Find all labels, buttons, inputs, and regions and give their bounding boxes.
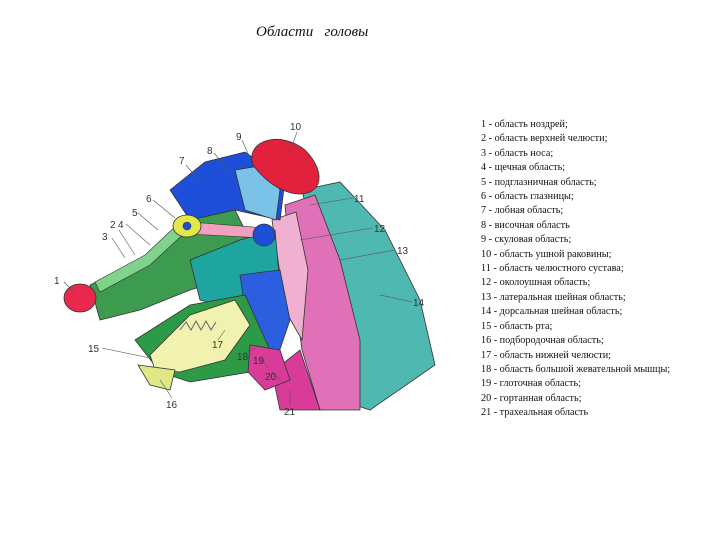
legend-item: 8 - височная область — [481, 219, 570, 231]
label-7: 7 — [179, 156, 185, 167]
legend-item: 2 - область верхней челюсти; — [481, 133, 608, 145]
label-11: 11 — [354, 194, 365, 205]
label-4: 4 — [118, 220, 124, 231]
legend-item: 14 - дорсальная шейная область; — [481, 306, 623, 318]
legend-item: 4 - щечная область; — [481, 162, 566, 174]
label-13: 13 — [397, 246, 409, 257]
legend-item: 9 - скуловая область; — [481, 234, 572, 246]
legend-item: 19 - глоточная область; — [481, 378, 581, 390]
legend-item: 10 - область ушной раковины; — [481, 248, 612, 260]
label-18: 18 — [237, 352, 249, 363]
chin-region — [137, 364, 176, 391]
label-10: 10 — [290, 122, 302, 133]
label-9: 9 — [236, 132, 242, 143]
dog-head-regions-diagram: 1 2 3 4 5 6 7 8 9 10 11 12 13 14 15 16 1… — [54, 122, 436, 418]
ear-region — [251, 139, 320, 195]
legend-item: 12 - околоушная область; — [481, 277, 591, 289]
legend-item: 3 - область носа; — [481, 147, 554, 159]
eye — [182, 221, 192, 231]
legend-item: 16 - подбородочная область; — [481, 335, 604, 347]
legend-item: 13 - латеральная шейная область; — [481, 291, 626, 303]
label-19: 19 — [253, 356, 265, 367]
legend-item: 7 - лобная область; — [481, 205, 564, 217]
region-legend: 1 - область ноздрей; 2 - область верхней… — [481, 118, 671, 421]
pharynx-region — [247, 344, 291, 391]
legend-item: 21 - трахеальная область — [481, 407, 589, 419]
label-8: 8 — [207, 146, 213, 157]
label-12: 12 — [374, 224, 386, 235]
legend-item: 6 - область глазницы; — [481, 191, 574, 203]
jaw-joint-region — [252, 223, 276, 247]
label-20: 20 — [265, 372, 277, 383]
legend-item: 18 - область большой жевательной мышцы; — [481, 363, 671, 375]
label-14: 14 — [413, 298, 425, 309]
legend-item: 15 - область рта; — [481, 320, 553, 332]
label-16: 16 — [166, 400, 178, 411]
nostril-region — [63, 283, 97, 313]
legend-item: 1 - область ноздрей; — [481, 119, 568, 130]
legend-item: 5 - подглазничная область; — [481, 176, 597, 188]
label-5: 5 — [132, 208, 138, 219]
label-1: 1 — [54, 276, 60, 287]
label-2: 2 — [110, 220, 116, 231]
label-3: 3 — [102, 232, 108, 243]
legend-item: 17 - область нижней челюсти; — [481, 349, 611, 361]
page-title: Области головы — [256, 24, 369, 40]
teeth — [179, 319, 217, 332]
label-21: 21 — [284, 407, 296, 418]
label-6: 6 — [146, 194, 152, 205]
legend-item: 11 - область челюстного сустава; — [481, 263, 624, 275]
label-17: 17 — [212, 340, 224, 351]
legend-item: 20 - гортанная область; — [481, 392, 582, 404]
label-15: 15 — [88, 344, 100, 355]
